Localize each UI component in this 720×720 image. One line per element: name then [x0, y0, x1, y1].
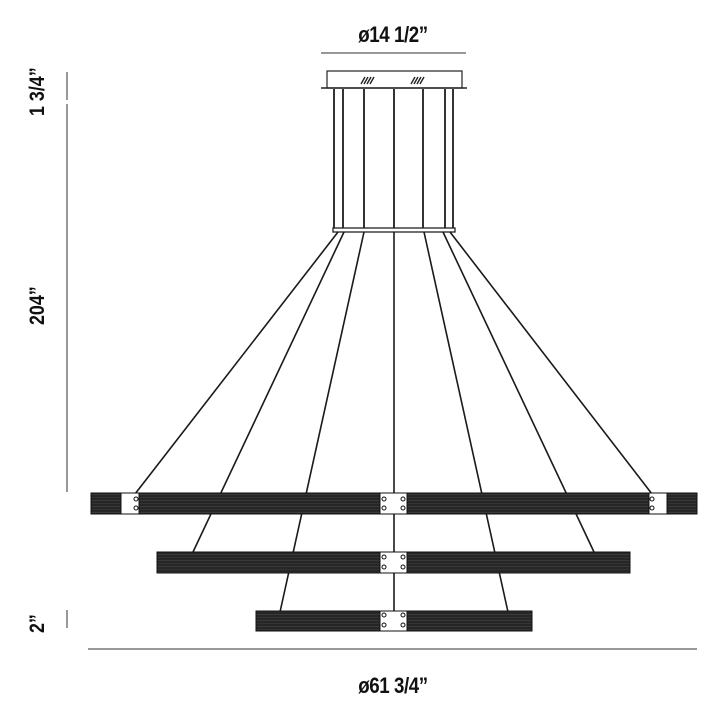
ring-bracket	[379, 492, 408, 515]
ring-bracket	[648, 492, 668, 515]
cable-hub	[332, 227, 456, 233]
ring-bracket	[379, 610, 408, 632]
upper-cables	[333, 89, 454, 230]
middle-ring	[156, 551, 631, 574]
top-ring	[90, 492, 698, 515]
overall-diameter-label: ø61 3/4”	[358, 673, 428, 698]
canopy-diameter-label: ø14 1/2”	[358, 22, 428, 47]
canopy-hatch-marks	[360, 76, 425, 85]
bottom-ring	[255, 610, 533, 632]
ring-bracket	[120, 492, 140, 515]
dimension-lines	[66, 52, 697, 650]
ring-bracket	[379, 551, 408, 574]
canopy	[321, 70, 467, 89]
suspension-cables	[134, 231, 653, 613]
